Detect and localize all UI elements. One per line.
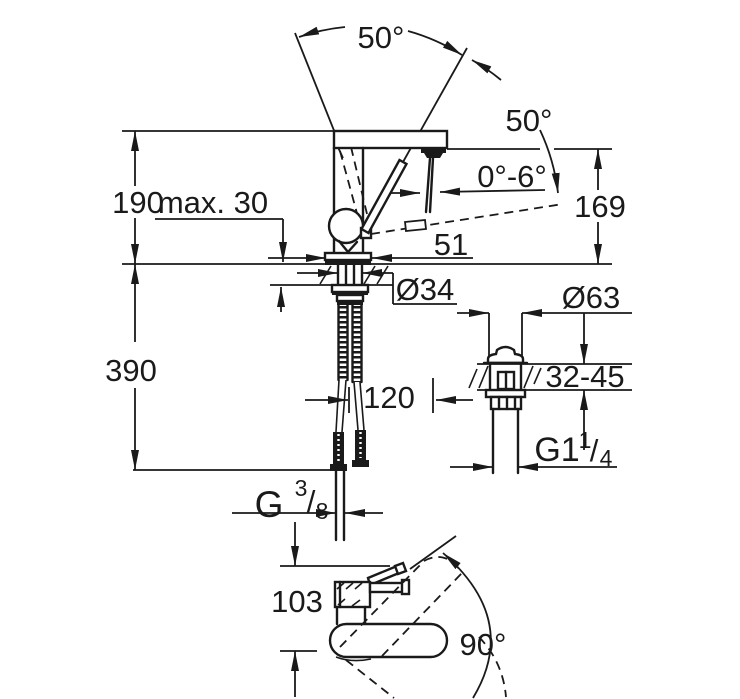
dim-label-drain-deck-range: 32-45 bbox=[545, 359, 624, 394]
dim-label-swivel-angle: 90° bbox=[460, 627, 507, 662]
dim-label-handle-angle-right: 50° bbox=[506, 103, 553, 138]
dim-label-top-depth: 103 bbox=[271, 584, 323, 619]
dim-label-spout-height: 169 bbox=[574, 189, 626, 224]
svg-text:/: / bbox=[307, 484, 316, 519]
dim-label-spout-angle: 0°-6° bbox=[477, 159, 547, 194]
dim-label-spout-reach: 51 bbox=[434, 227, 468, 262]
dimension-annotations bbox=[122, 26, 632, 699]
dim-label-shank-dia: Ø34 bbox=[396, 272, 455, 307]
base-plate bbox=[323, 251, 373, 262]
dim-label-handle-angle-left: 50° bbox=[358, 20, 405, 55]
dim-label-body-height: 190 bbox=[112, 185, 164, 220]
svg-text:/: / bbox=[590, 433, 599, 468]
dim-label-below-height: 390 bbox=[105, 353, 157, 388]
aerator bbox=[421, 148, 446, 153]
drain-assembly-view bbox=[482, 345, 529, 475]
cartridge-dome bbox=[327, 207, 365, 245]
supply-thread-prefix: G bbox=[255, 484, 284, 525]
dim-label-drain-dia: Ø63 bbox=[562, 280, 621, 315]
dim-label-supply-thread: G 3 / 8 bbox=[255, 475, 329, 525]
top-view bbox=[328, 535, 507, 699]
drain-thread-prefix: G1 bbox=[534, 431, 579, 469]
mounting-nut bbox=[330, 283, 370, 294]
drain-thread-num: 1 bbox=[579, 427, 592, 453]
spout-top-bar bbox=[332, 129, 449, 150]
dimension-labels: 50° 50° 0°-6° 169 51 190 max. 30 390 Ø34… bbox=[105, 20, 626, 662]
supply-thread-den: 8 bbox=[316, 498, 329, 524]
hose-connector-right bbox=[355, 430, 366, 460]
supply-thread-num: 3 bbox=[295, 475, 308, 501]
dim-label-deck-max: max. 30 bbox=[158, 185, 268, 220]
popup-waste-cap bbox=[486, 345, 525, 365]
lever-handle bbox=[359, 158, 409, 235]
hose-connector-left bbox=[333, 432, 344, 464]
front-view bbox=[294, 32, 564, 542]
drain-thread-den: 4 bbox=[600, 445, 613, 471]
handle-top-view bbox=[328, 622, 449, 659]
dim-label-drain-thread: G1 1 / 4 bbox=[534, 427, 612, 471]
dim-label-hose-length: 120 bbox=[363, 380, 415, 415]
